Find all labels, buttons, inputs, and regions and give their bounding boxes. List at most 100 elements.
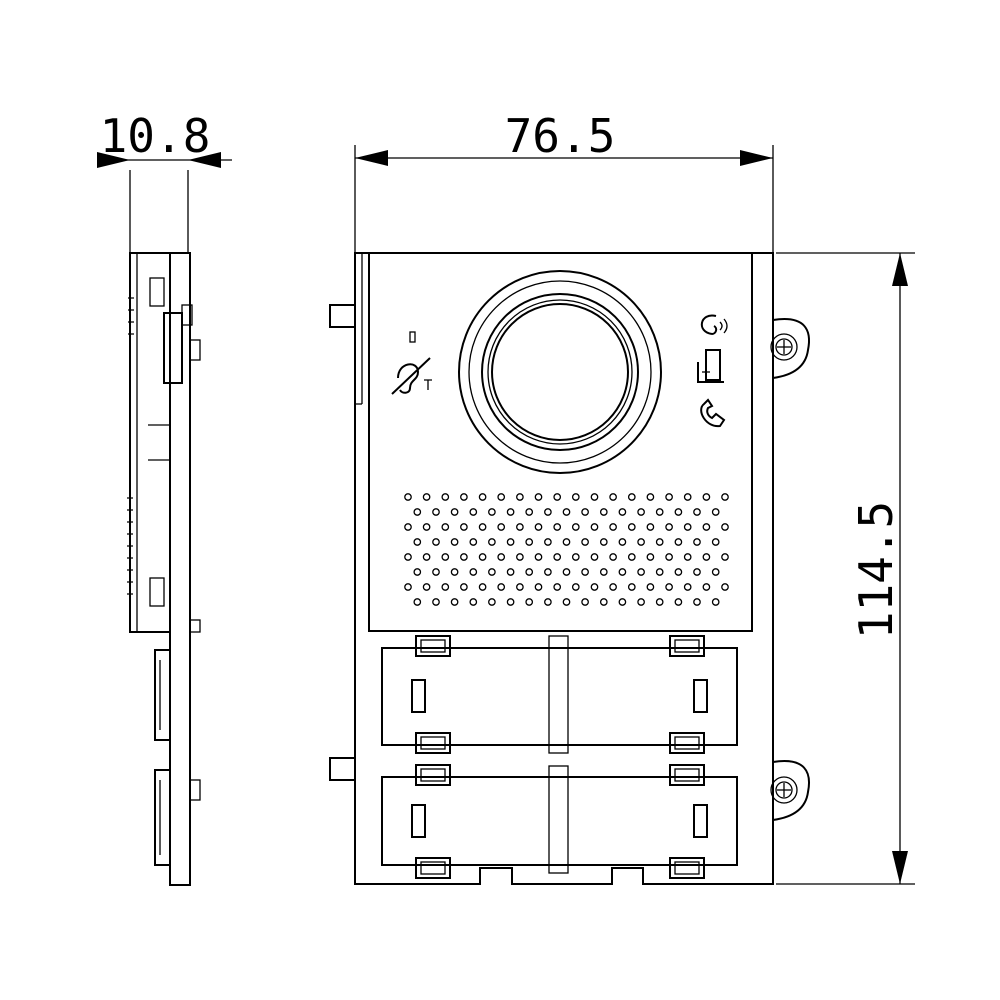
grille-hole: [525, 508, 534, 516]
grille-hole: [432, 568, 440, 576]
grille-hole: [450, 508, 459, 516]
grille-hole: [441, 493, 450, 501]
grille-hole: [693, 508, 701, 516]
grille-hole: [609, 523, 617, 531]
grille-hole: [422, 583, 431, 591]
grille-hole: [683, 493, 692, 501]
grille-hole: [590, 493, 599, 501]
grille-hole: [609, 583, 617, 591]
grille-hole: [413, 538, 422, 546]
grille-hole: [581, 508, 589, 516]
grille-hole: [665, 583, 673, 591]
grille-hole: [534, 493, 543, 501]
grille-hole: [478, 493, 487, 501]
camera-lens: [458, 270, 662, 474]
grille-hole: [646, 523, 655, 531]
grille-hole: [441, 583, 450, 591]
grille-hole: [562, 598, 571, 606]
dimension-front-width: 76.5: [354, 109, 774, 252]
grille-hole: [609, 493, 617, 501]
grille-hole: [562, 568, 571, 576]
grille-hole: [478, 583, 487, 591]
grille-hole: [590, 553, 599, 561]
grille-hole: [711, 538, 720, 546]
grille-hole: [571, 583, 580, 591]
grille-hole: [516, 493, 524, 501]
grille-hole: [562, 538, 571, 546]
grille-hole: [683, 553, 692, 561]
grille-hole: [525, 598, 534, 606]
grille-hole: [516, 583, 524, 591]
grille-hole: [450, 568, 459, 576]
grille-hole: [637, 508, 645, 516]
grille-hole: [665, 523, 673, 531]
screw-icon: [770, 776, 798, 804]
grille-hole: [618, 538, 627, 546]
dimension-front-height: 114.5: [776, 252, 915, 885]
grille-hole: [581, 538, 589, 546]
grille-hole: [544, 508, 552, 516]
front-module: [368, 252, 753, 632]
grille-hole: [609, 553, 617, 561]
grille-hole: [553, 493, 562, 501]
grille-hole: [432, 538, 440, 546]
grille-hole: [627, 583, 636, 591]
screw-icon: [770, 333, 798, 361]
grille-hole: [469, 568, 478, 576]
grille-hole: [534, 583, 543, 591]
grille-hole: [544, 598, 552, 606]
grille-hole: [469, 598, 478, 606]
mounting-bracket-bottom: [770, 760, 810, 821]
grille-hole: [544, 538, 552, 546]
grille-hole: [450, 598, 459, 606]
grille-hole: [711, 568, 720, 576]
grille-hole: [599, 538, 608, 546]
button-4-indicator: [693, 804, 708, 838]
grille-hole: [599, 508, 608, 516]
grille-hole: [488, 508, 496, 516]
grille-hole: [702, 493, 711, 501]
grille-hole: [506, 598, 515, 606]
grille-hole: [646, 493, 655, 501]
grille-hole: [460, 553, 468, 561]
grille-hole: [674, 508, 683, 516]
grille-hole: [646, 553, 655, 561]
grille-hole: [497, 493, 506, 501]
grille-hole: [721, 553, 729, 561]
front-frame: [329, 252, 774, 885]
grille-hole: [478, 553, 487, 561]
button-row-2: [381, 764, 738, 879]
grille-hole: [646, 583, 655, 591]
grille-hole: [432, 598, 440, 606]
grille-hole: [534, 553, 543, 561]
grille-hole: [599, 598, 608, 606]
handset-icon: [700, 398, 726, 428]
grille-hole: [413, 568, 422, 576]
grille-hole: [721, 583, 729, 591]
grille-hole: [562, 508, 571, 516]
grille-hole: [422, 553, 431, 561]
grille-hole: [590, 583, 599, 591]
grille-hole: [469, 538, 478, 546]
grille-hole: [655, 508, 664, 516]
grille-hole: [553, 583, 562, 591]
grille-hole: [488, 598, 496, 606]
grille-hole: [506, 568, 515, 576]
grille-hole: [432, 508, 440, 516]
grille-hole: [599, 568, 608, 576]
grille-hole: [525, 568, 534, 576]
grille-hole: [693, 598, 701, 606]
grille-hole: [422, 493, 431, 501]
grille-hole: [404, 523, 412, 531]
grille-hole: [655, 568, 664, 576]
grille-hole: [553, 523, 562, 531]
grille-hole: [581, 598, 589, 606]
grille-hole: [422, 523, 431, 531]
grille-hole: [693, 568, 701, 576]
door-open-icon: [697, 349, 724, 383]
button-2-indicator: [693, 679, 708, 713]
grille-hole: [553, 553, 562, 561]
button-row-1: [381, 635, 738, 754]
grille-hole: [478, 523, 487, 531]
